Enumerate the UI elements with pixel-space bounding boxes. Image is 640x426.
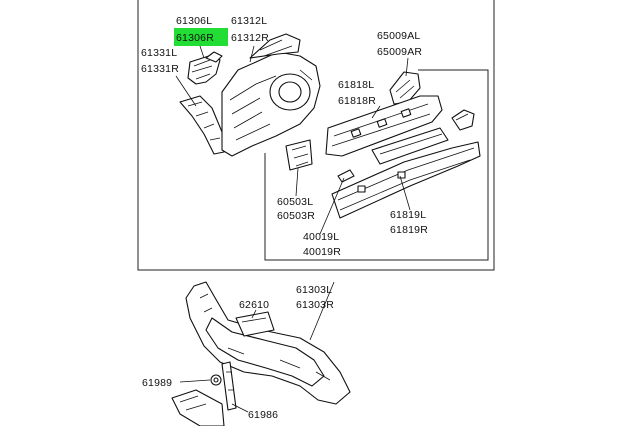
label-60503L: 60503L: [277, 196, 313, 208]
label-61306R: 61306R: [176, 32, 214, 44]
label-61331R: 61331R: [141, 63, 179, 75]
label-61303R: 61303R: [296, 299, 334, 311]
label-61819L: 61819L: [390, 209, 426, 221]
leader-lines: [175, 45, 411, 413]
part-radiator-support: [185, 281, 351, 405]
label-61331L: 61331L: [141, 47, 177, 59]
part-hood-latch-stay: [221, 361, 237, 411]
selected-part-highlight: [174, 28, 228, 46]
label-61312L: 61312L: [231, 15, 267, 27]
label-61819R: 61819R: [390, 224, 428, 236]
outer-group-frame: [137, 0, 495, 271]
label-61818R: 61818R: [338, 95, 376, 107]
label-40019R: 40019R: [303, 246, 341, 258]
part-grommet: [210, 374, 222, 386]
label-61306L: 61306L: [176, 15, 212, 27]
part-apron-bracket: [187, 51, 223, 85]
part-small-clip: [451, 109, 475, 131]
label-61986: 61986: [248, 409, 278, 421]
part-small-bolt: [337, 169, 355, 183]
part-side-rail-upper: [325, 95, 443, 157]
part-lower-crossmember: [171, 389, 225, 426]
label-40019L: 40019L: [303, 231, 339, 243]
label-65009AL: 65009AL: [377, 30, 420, 42]
part-side-rail-lower: [331, 127, 481, 219]
label-62610: 62610: [239, 299, 269, 311]
label-61312R: 61312R: [231, 32, 269, 44]
label-60503R: 60503R: [277, 210, 315, 222]
inner-group-frame: [264, 69, 489, 261]
label-61818L: 61818L: [338, 79, 374, 91]
label-65009AR: 65009AR: [377, 46, 422, 58]
label-61303L: 61303L: [296, 284, 332, 296]
part-mounting-bracket-top: [389, 71, 421, 105]
part-gusset: [285, 139, 313, 171]
part-side-member-lower: [179, 95, 225, 155]
part-inner-panel: [221, 33, 321, 157]
label-61989: 61989: [142, 377, 172, 389]
